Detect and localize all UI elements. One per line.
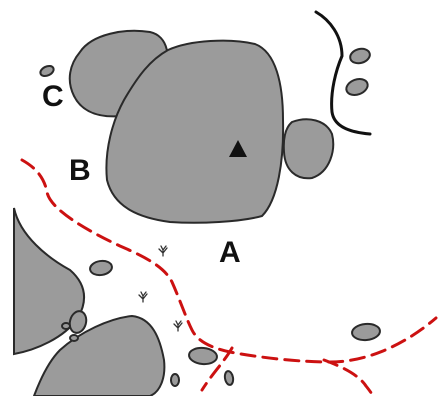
stone: [61, 322, 71, 330]
stone: [170, 373, 180, 387]
stone: [351, 322, 381, 342]
stone: [89, 259, 113, 277]
stone: [345, 78, 369, 96]
cliff-line: [314, 10, 372, 136]
stone: [349, 47, 371, 65]
stone: [68, 310, 88, 334]
rock-outcrop-left: [13, 207, 86, 356]
label-c: C: [42, 80, 64, 113]
shrub-icon: [173, 320, 183, 332]
label-b: B: [69, 154, 91, 187]
boulder-right: [282, 118, 335, 180]
stone: [69, 334, 79, 342]
boulder-large: [105, 39, 285, 224]
trail-branch-lower: [200, 346, 234, 392]
shrub-icon: [158, 245, 168, 257]
shrub-icon: [138, 291, 148, 303]
stone: [223, 370, 235, 386]
label-a: A: [219, 236, 241, 269]
stone: [188, 346, 218, 366]
trail-branch-right: [322, 358, 375, 396]
triangle-icon: [229, 140, 247, 157]
stone: [39, 64, 55, 78]
rock-outcrop-bottom: [32, 314, 166, 396]
